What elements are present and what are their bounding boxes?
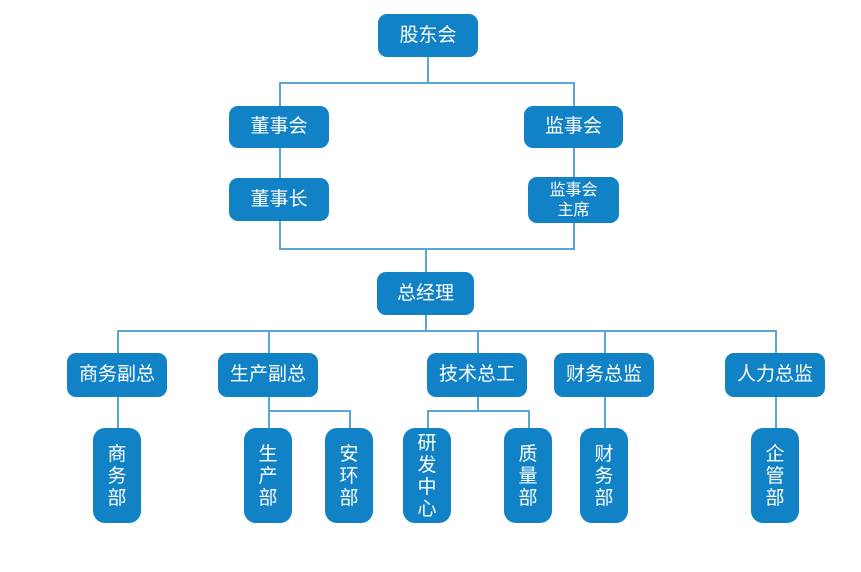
node-label: 董事长 <box>250 187 308 210</box>
node-label: 财务总监 <box>565 363 642 386</box>
connector <box>349 410 351 428</box>
connector <box>573 148 575 177</box>
node-dept-production: 生产部 <box>244 428 292 523</box>
node-label: 安环部 <box>339 442 359 509</box>
node-hr-director: 人力总监 <box>725 353 825 397</box>
node-vp-business: 商务副总 <box>67 353 167 397</box>
node-board: 董事会 <box>229 106 329 148</box>
connector <box>775 397 777 428</box>
connector <box>477 330 479 353</box>
connector <box>279 82 281 106</box>
connector <box>117 397 119 428</box>
node-supervisory-chairman: 监事会 主席 <box>528 177 619 223</box>
node-label: 财务部 <box>594 442 614 509</box>
node-label-line2: 主席 <box>557 200 590 219</box>
connector <box>268 330 270 353</box>
node-supervisory: 监事会 <box>524 106 623 148</box>
node-dept-safety: 安环部 <box>325 428 373 523</box>
node-general-manager: 总经理 <box>377 272 474 315</box>
node-label-line1: 监事会 <box>549 180 598 199</box>
node-vp-production: 生产副总 <box>218 353 318 397</box>
node-dept-quality: 质量部 <box>504 428 552 523</box>
node-dept-rd: 研发中心 <box>403 428 451 523</box>
connector <box>573 223 575 249</box>
node-label: 监事会 <box>544 115 602 138</box>
node-label: 技术总工 <box>438 363 515 386</box>
node-finance-director: 财务总监 <box>554 353 654 397</box>
connector <box>775 330 777 353</box>
connector <box>604 330 606 353</box>
connector <box>427 410 429 428</box>
node-label: 商务部 <box>107 442 127 509</box>
connector <box>425 315 427 331</box>
node-label: 生产部 <box>258 442 278 509</box>
node-label: 质量部 <box>518 442 538 509</box>
connector <box>573 82 575 106</box>
connector <box>268 397 270 428</box>
node-shareholders: 股东会 <box>378 14 478 57</box>
connector <box>117 330 119 353</box>
connector <box>427 410 528 412</box>
connector <box>528 410 530 428</box>
connector <box>427 57 429 83</box>
connector <box>477 397 479 411</box>
connector <box>425 248 427 272</box>
node-chief-engineer: 技术总工 <box>427 353 527 397</box>
connector <box>279 221 281 249</box>
node-label: 商务副总 <box>78 363 155 386</box>
node-label: 股东会 <box>399 23 457 46</box>
connector <box>279 248 575 250</box>
connector <box>279 82 575 84</box>
node-label: 总经理 <box>396 281 454 304</box>
node-label: 人力总监 <box>736 363 813 386</box>
node-label: 企管部 <box>765 442 785 509</box>
node-dept-admin: 企管部 <box>751 428 799 523</box>
connector <box>268 410 349 412</box>
connector <box>604 397 606 428</box>
node-label: 研发中心 <box>417 431 437 520</box>
node-dept-finance: 财务部 <box>580 428 628 523</box>
connector <box>117 330 776 332</box>
connector <box>279 148 281 178</box>
node-dept-business: 商务部 <box>93 428 141 523</box>
node-chairman: 董事长 <box>229 178 329 221</box>
node-label: 生产副总 <box>229 363 306 386</box>
node-label: 董事会 <box>250 115 308 138</box>
